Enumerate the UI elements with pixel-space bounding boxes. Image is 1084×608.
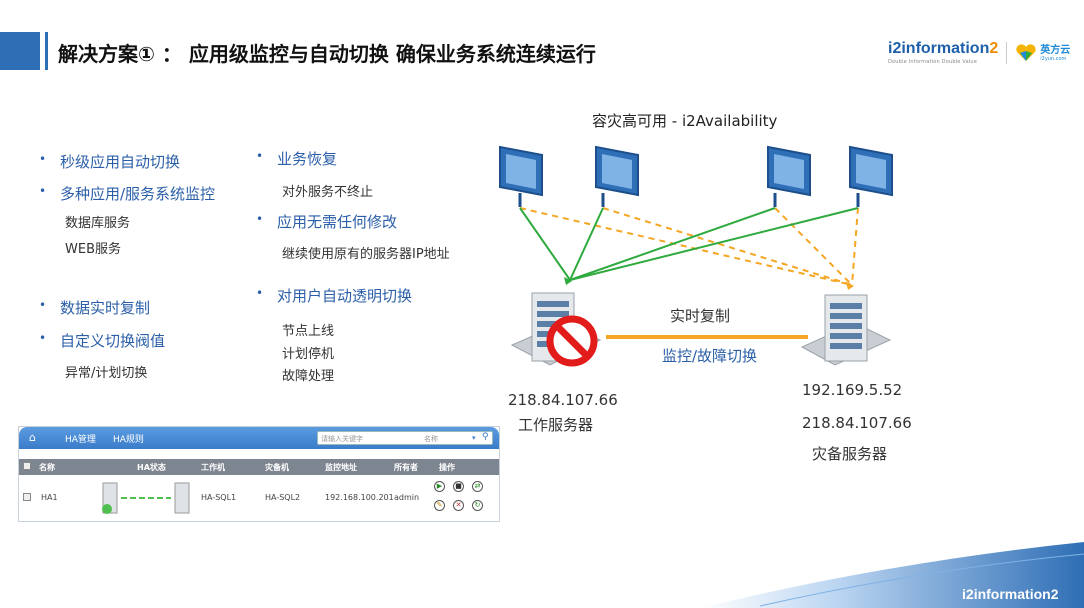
row-monitor-address: 192.168.100.201 [325, 493, 394, 502]
ha-status-icon [102, 482, 190, 514]
backup-server-ip-2: 218.84.107.66 [802, 414, 912, 432]
header-accent-line [45, 32, 48, 70]
stop-icon[interactable]: ■ [453, 481, 464, 492]
header-accent-block [0, 32, 40, 70]
partner-heart-icon [1016, 44, 1036, 61]
header-owner[interactable]: 所有者 [394, 463, 418, 472]
diagram-title: 容灾高可用 - i2Availability [592, 112, 778, 130]
feature-sub-fault-handling: 故障处理 [282, 369, 335, 384]
feature-no-app-change: 应用无需任何修改 [256, 211, 397, 232]
work-server-ip: 218.84.107.66 [508, 391, 618, 409]
refresh-icon[interactable]: ↻ [472, 500, 483, 511]
feature-sub-web: WEB服务 [65, 242, 121, 257]
footer-logo-prefix: i2 [962, 586, 974, 602]
row-backup-machine: HA-SQL2 [265, 493, 301, 502]
logo-number: 2 [989, 40, 999, 57]
chevron-down-icon[interactable]: ▾ [472, 434, 476, 442]
network-diagram [499, 145, 893, 367]
delete-icon[interactable]: ✕ [453, 500, 464, 511]
start-icon[interactable]: ▶ [434, 481, 445, 492]
footer-logo: i2information2 [962, 586, 1058, 602]
footer-logo-number: 2 [1050, 586, 1059, 602]
home-icon[interactable]: ⌂ [29, 431, 36, 444]
row-owner: admin [394, 493, 420, 502]
row-checkbox[interactable] [23, 493, 31, 501]
header-monitor-address[interactable]: 监控地址 [325, 463, 357, 472]
feature-custom-threshold: 自定义切换阀值 [39, 330, 165, 351]
logo-separator [1006, 42, 1008, 64]
ha-rule-table: ⌂ HA管理 HA规则 请输入关键字 名称 ▾ ⚲ 名称 HA状态 工作机 灾备… [18, 426, 500, 522]
work-server-label: 工作服务器 [518, 416, 594, 434]
logo-i2-prefix: i2 [888, 40, 902, 57]
search-placeholder: 请输入关键字 [321, 435, 363, 443]
feature-multi-monitor: 多种应用/服务系统监控 [39, 183, 215, 204]
logo-text: information [901, 40, 990, 57]
standby-links [519, 207, 859, 286]
client-monitor-1 [499, 145, 543, 207]
replication-label: 实时复制 [670, 307, 731, 325]
table-row[interactable]: HA1 HA-SQL1 HA-SQL2 192.168.100.201 admi… [19, 477, 499, 521]
active-link-arrow [564, 277, 572, 285]
row-work-machine: HA-SQL1 [201, 493, 237, 502]
logo-tagline: Double Information Double Value [888, 59, 978, 65]
client-monitor-4 [849, 145, 893, 207]
breadcrumb-ha-rule[interactable]: HA规则 [113, 435, 144, 445]
search-input[interactable]: 请输入关键字 名称 ▾ ⚲ [317, 431, 493, 445]
feature-second-level-switch: 秒级应用自动切换 [39, 151, 180, 172]
feature-realtime-replication: 数据实时复制 [39, 297, 150, 318]
backup-server-icon [800, 294, 892, 366]
page-title: 解决方案① ： 应用级监控与自动切换 确保业务系统连续运行 [58, 42, 596, 66]
brand-logos: i2information2 Double Information Double… [888, 38, 1070, 68]
information2-logo: i2information2 Double Information Double… [888, 40, 999, 66]
edit-icon[interactable]: ✎ [434, 500, 445, 511]
feature-sub-service-continuous: 对外服务不终止 [282, 185, 374, 200]
header-ha-status[interactable]: HA状态 [137, 463, 166, 472]
partner-domain: i2yun.com [1040, 55, 1067, 62]
header-actions: 操作 [439, 463, 455, 472]
switch-icon[interactable]: ⇄ [472, 481, 483, 492]
search-icon[interactable]: ⚲ [482, 432, 489, 442]
select-all-checkbox[interactable] [23, 462, 31, 470]
feature-business-recovery: 业务恢复 [256, 148, 337, 169]
client-monitor-2 [595, 145, 639, 207]
header-name[interactable]: 名称 [39, 463, 55, 472]
monitor-switch-label: 监控/故障切换 [662, 347, 758, 365]
backup-server-ip-1: 192.169.5.52 [802, 381, 903, 399]
feature-sub-database: 数据库服务 [65, 216, 131, 231]
feature-transparent-switch: 对用户自动透明切换 [256, 285, 412, 306]
active-links [519, 207, 859, 281]
feature-sub-planned-switch: 异常/计划切换 [65, 366, 148, 381]
header-backup-machine[interactable]: 灾备机 [265, 463, 289, 472]
client-monitor-3 [767, 145, 811, 207]
breadcrumb-ha-manage[interactable]: HA管理 [65, 435, 96, 445]
feature-sub-same-ip: 继续使用原有的服务器IP地址 [282, 247, 450, 262]
footer-wave [700, 542, 1084, 608]
feature-sub-planned-stop: 计划停机 [282, 347, 335, 362]
row-name: HA1 [41, 493, 58, 502]
table-header: 名称 HA状态 工作机 灾备机 监控地址 所有者 操作 [19, 459, 499, 475]
backup-server-label: 灾备服务器 [812, 445, 888, 463]
feature-sub-node-online: 节点上线 [282, 324, 335, 339]
partner-name: 英方云 [1040, 44, 1071, 56]
standby-link-arrow [846, 282, 854, 290]
partner-logo: 英方云 i2yun.com [1015, 43, 1070, 63]
ha-toolbar: ⌂ HA管理 HA规则 请输入关键字 名称 ▾ ⚲ [19, 427, 499, 449]
failure-prohibited-icon [546, 315, 598, 367]
search-scope-select[interactable]: 名称 [424, 435, 438, 443]
header-work-machine[interactable]: 工作机 [201, 463, 225, 472]
footer-logo-text: information [973, 586, 1051, 602]
